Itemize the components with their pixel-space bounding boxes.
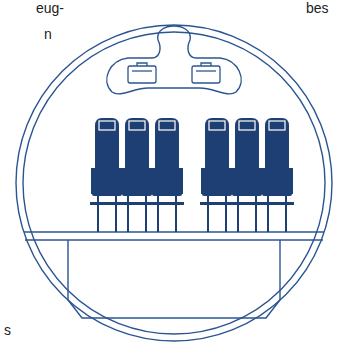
seat-rail [90,202,184,205]
fuselage-outer [16,25,332,341]
cabin-floor [25,239,323,240]
seat [261,118,293,232]
seats [90,118,294,232]
seat [201,118,233,232]
suitcase [192,63,220,83]
text-fragment: bes [306,0,329,16]
cabin-floor [24,231,324,232]
text-fragment: n [44,26,52,42]
seat [231,118,263,232]
text-fragment: s [4,322,11,338]
cargo-hold [68,240,280,318]
seat [91,118,123,232]
seat [151,118,183,232]
overhead-bin [107,26,241,94]
text-fragment: eug- [36,0,64,16]
suitcase [128,63,156,83]
seat-rail [200,202,294,205]
fuselage-inner [23,32,325,334]
seat [121,118,153,232]
